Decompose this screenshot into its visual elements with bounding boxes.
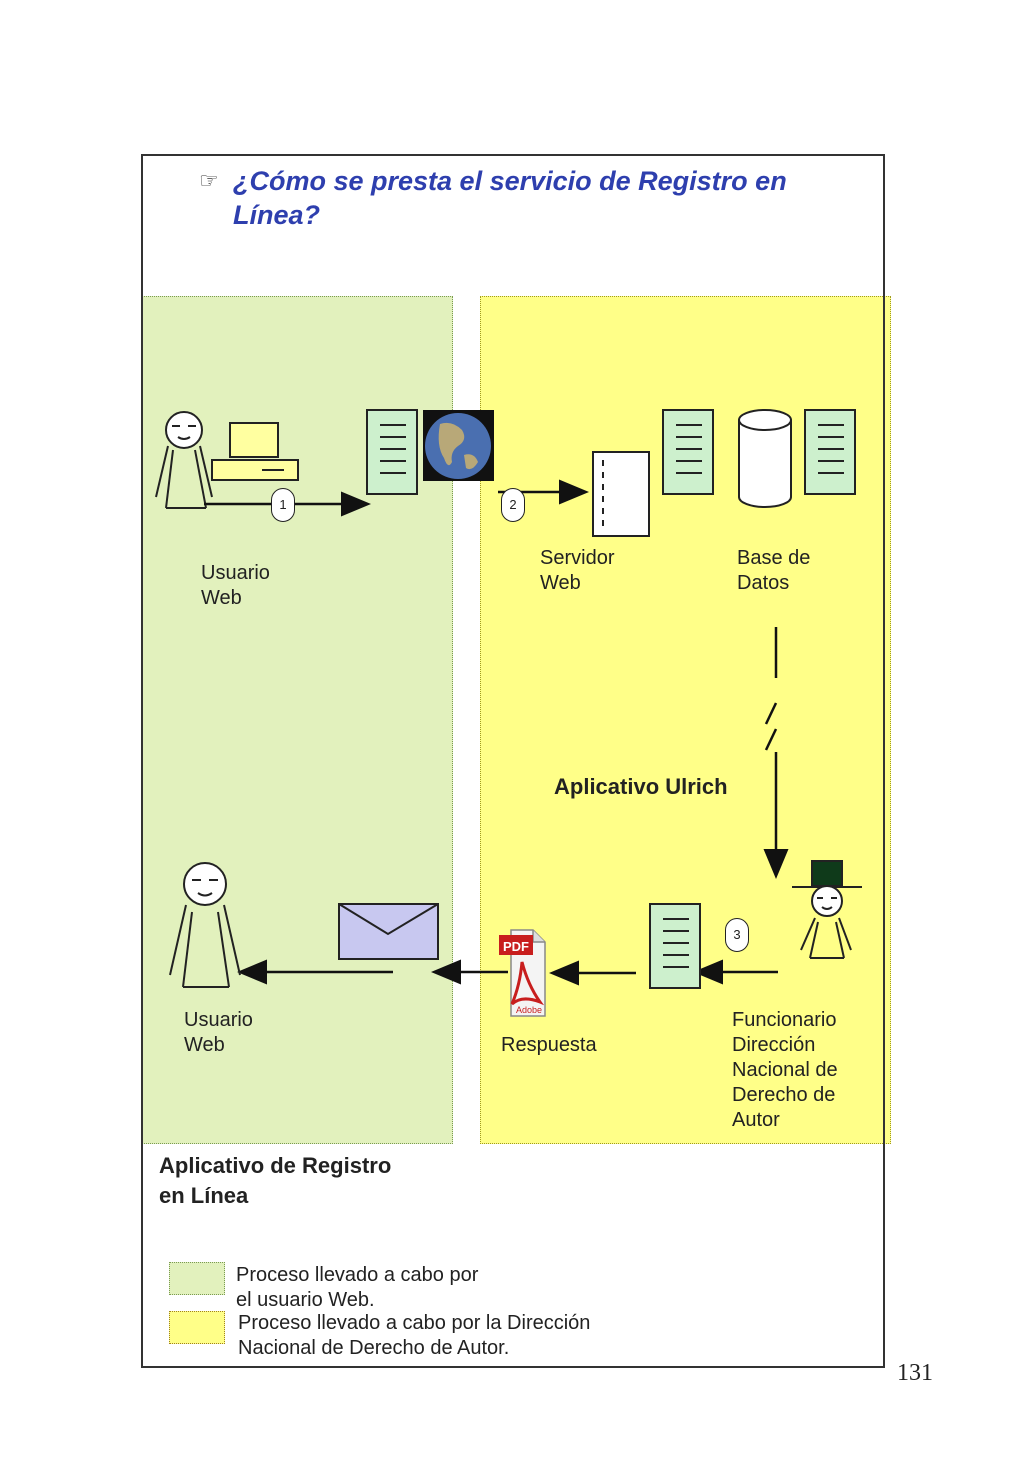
computer-icon <box>211 422 299 481</box>
staff-figure <box>792 860 862 959</box>
document-icon-1 <box>366 409 418 495</box>
user-figure-bottom <box>169 862 241 988</box>
label-respuesta: Respuesta <box>501 1034 597 1056</box>
email-envelope-icon <box>338 903 439 960</box>
page-number: 131 <box>897 1360 933 1386</box>
database-to-staff-connector <box>763 627 789 879</box>
document-icon-3 <box>804 409 856 495</box>
step-marker-3: 3 <box>725 918 749 952</box>
page-title: ¿Cómo se presta el servicio de Registro … <box>233 166 787 230</box>
pdf-icon-label: PDF <box>503 939 529 954</box>
pdf-icon <box>499 929 546 1017</box>
database-icon <box>738 409 792 508</box>
document-icon-4 <box>649 903 701 989</box>
pointing-hand-icon: ☞ <box>199 168 219 193</box>
step-marker-2: 2 <box>501 488 525 522</box>
legend-swatch-dnda <box>169 1311 225 1344</box>
label-aplicativo-ulrich: Aplicativo Ulrich <box>554 774 728 799</box>
globe-icon <box>423 410 494 481</box>
document-icon-2 <box>662 409 714 495</box>
step-marker-1: 1 <box>271 488 295 522</box>
legend-swatch-user <box>169 1262 225 1295</box>
user-figure-top <box>155 411 213 509</box>
adobe-icon-label: Adobe <box>516 1005 542 1015</box>
web-server-icon <box>592 451 650 537</box>
diagram-frame <box>141 154 885 1368</box>
